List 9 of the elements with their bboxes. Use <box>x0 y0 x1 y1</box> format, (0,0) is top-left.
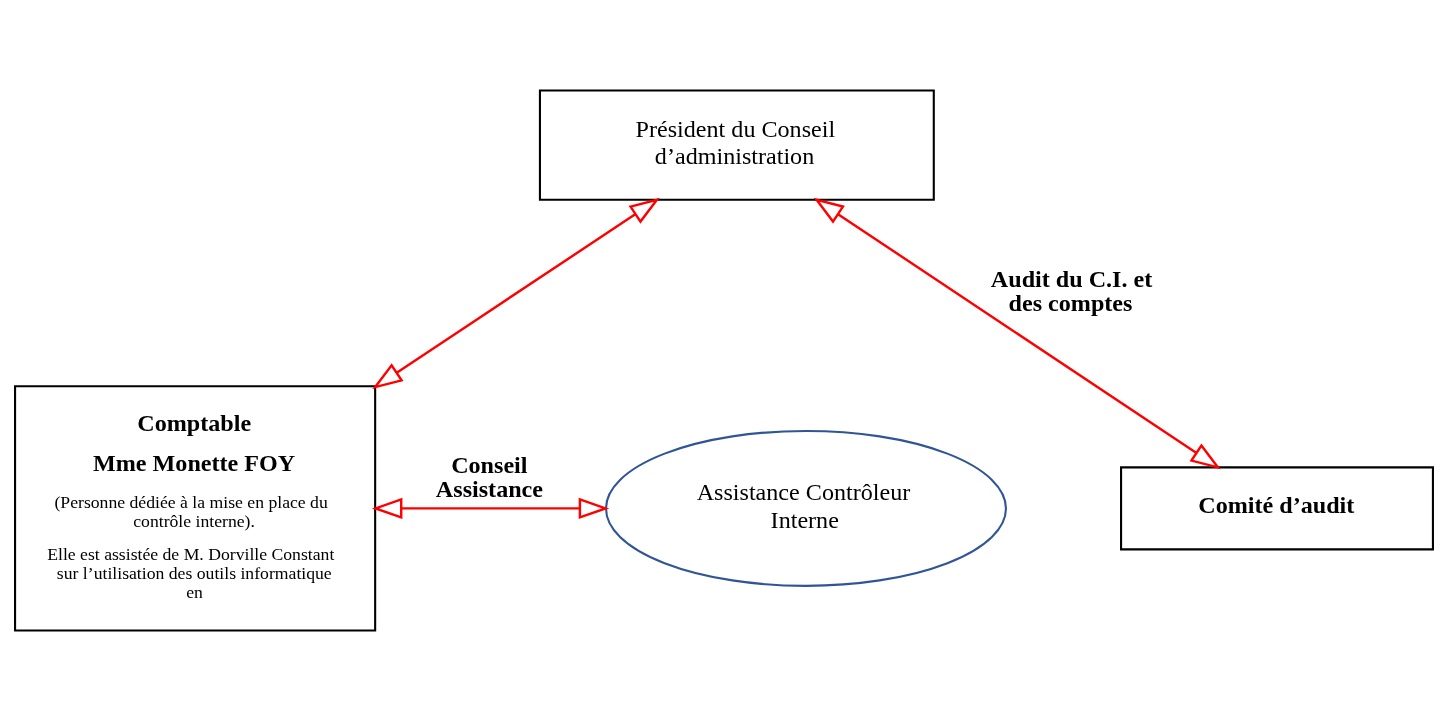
node-box: Comité d’audit <box>1120 465 1434 550</box>
edge-label: Conseil Assistance <box>435 451 544 502</box>
arrow <box>372 197 660 389</box>
node-box: Comptable Mme Monette FOY (Personne dédiée à la mise en place du contrôle interne). Elle est assistée de M. Dorville Constant sur l’utilisation des outils informatique en <box>14 384 377 632</box>
arrow <box>813 197 1221 469</box>
node-box: Président du Conseil d’administration <box>538 88 935 201</box>
node-ellipse: Assistance Contrôleur Interne <box>604 429 1007 587</box>
edge-label: Audit du C.I. et des comptes <box>990 265 1153 316</box>
arrow <box>371 497 610 519</box>
